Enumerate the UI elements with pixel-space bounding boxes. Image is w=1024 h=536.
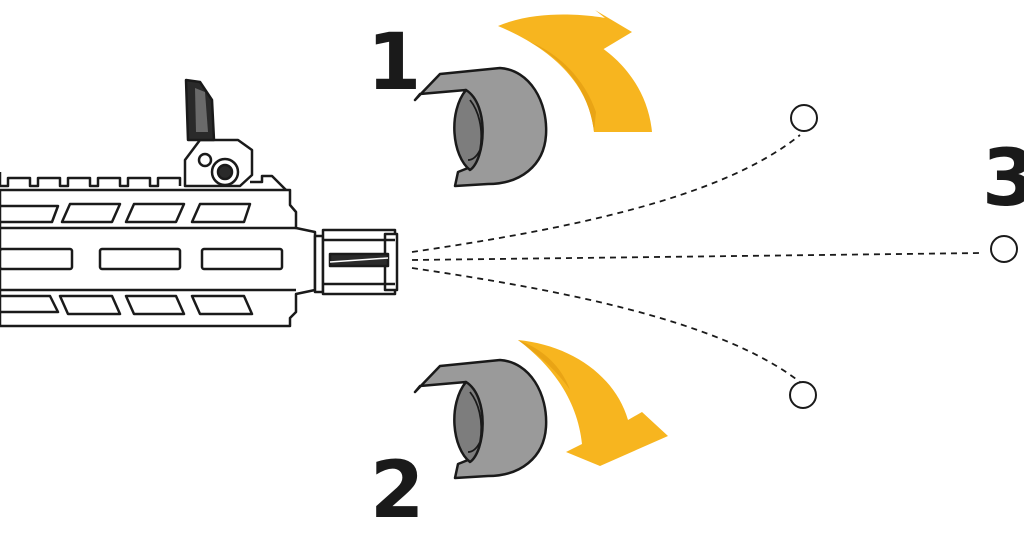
rotation-arrow-icon [498,10,652,132]
step-number-1: 1 [367,18,422,108]
rotation-arrow-icon [518,340,668,466]
rifle-handguard-icon [0,172,317,328]
flip-up-sight-icon [183,78,254,188]
muzzle-cap-icon [413,358,548,480]
muzzle-device-icon [313,228,399,296]
muzzle-cap-icon [413,66,548,188]
step-number-2: 2 [370,446,425,536]
step-number-3: 3 [982,134,1024,224]
trajectory-lines [411,134,983,383]
trajectory-target-icon [789,104,1018,409]
muzzle-adjustment-diagram [0,10,1018,480]
